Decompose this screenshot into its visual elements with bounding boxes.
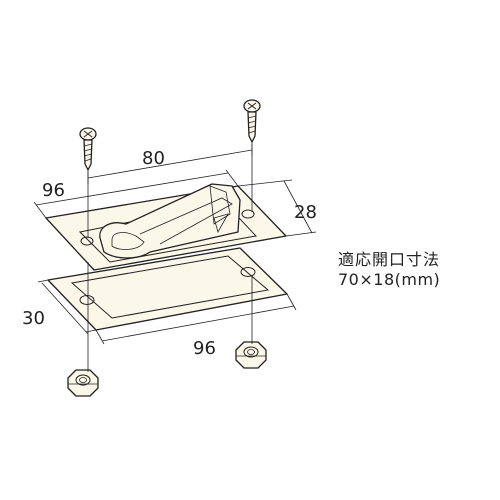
dim-30-label: 30 bbox=[22, 308, 45, 329]
dim-80-label: 80 bbox=[142, 148, 165, 169]
dim-96-bottom-label: 96 bbox=[193, 338, 216, 359]
opening-size-title: 適応開口寸法 bbox=[338, 250, 441, 269]
gasket-plate bbox=[47, 247, 288, 331]
dim-96-top-label: 96 bbox=[42, 180, 65, 201]
pull-handle bbox=[99, 183, 241, 259]
nut-right bbox=[235, 341, 267, 369]
screw-left bbox=[79, 127, 97, 171]
dimension-lines bbox=[33, 144, 317, 345]
nut-left bbox=[67, 369, 99, 397]
screw-right bbox=[243, 99, 261, 143]
opening-size-value: 70×18(mm) bbox=[338, 270, 441, 289]
dim-28-label: 28 bbox=[294, 202, 317, 223]
